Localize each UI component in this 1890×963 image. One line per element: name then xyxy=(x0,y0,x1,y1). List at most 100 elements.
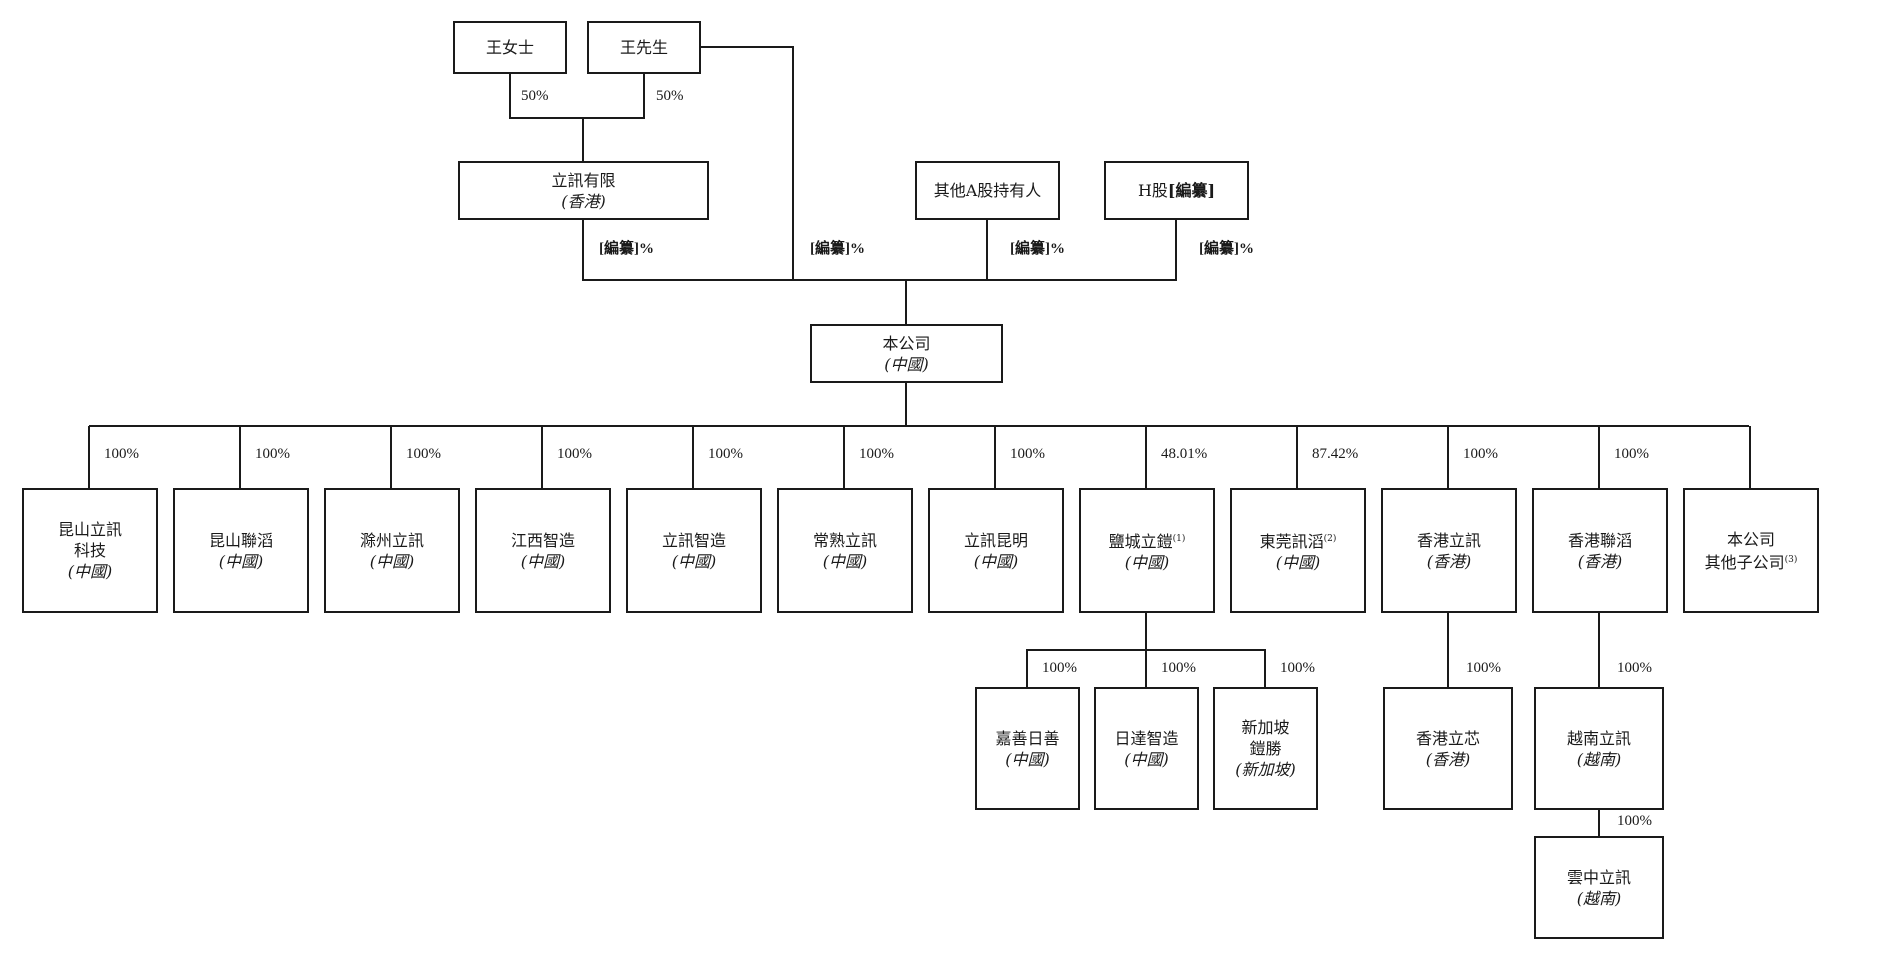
ownership-percent: 48.01% xyxy=(1161,446,1208,462)
entity-name-text: 日達智造 xyxy=(1114,728,1179,748)
entity-name: 香港立訊 xyxy=(1417,530,1481,551)
company-name: 本公司 xyxy=(882,333,931,353)
entity-name-text: 立訊智造 xyxy=(661,530,726,550)
entity-location: (中國) xyxy=(369,551,415,571)
sub-subsidiary-box: 香港立芯(香港) xyxy=(1383,687,1513,810)
ownership-percent: 100% xyxy=(1466,660,1501,676)
entity-name-line2-text: 其他子公司 xyxy=(1704,552,1785,572)
entity-location: (香港) xyxy=(1425,749,1471,769)
entity-name-text: 立訊昆明 xyxy=(963,530,1028,550)
footnote-marker: (2) xyxy=(1323,533,1337,544)
ownership-percent: 100% xyxy=(406,446,441,462)
entity-name: 香港聯滔 xyxy=(1568,530,1632,551)
entity-name: 雲中立訊 xyxy=(1567,867,1631,888)
entity-location: (中國) xyxy=(973,551,1019,571)
shareholder-luxshare-ltd: 立訊有限 (香港) xyxy=(458,161,709,220)
ownership-percent: 100% xyxy=(104,446,139,462)
footnote-marker: (3) xyxy=(1784,554,1798,565)
entity-name-text: 滁州立訊 xyxy=(359,530,424,550)
shareholder-name-wrap: H股[編纂] xyxy=(1138,180,1215,201)
percent-h-shares: [編纂]% xyxy=(1199,241,1254,257)
shareholder-name: H股 xyxy=(1137,181,1168,200)
ownership-percent: 100% xyxy=(1617,660,1652,676)
ownership-percent: 100% xyxy=(1463,446,1498,462)
entity-name-text: 新加坡 xyxy=(1241,718,1290,737)
entity-name-text: 常熟立訊 xyxy=(812,530,877,550)
entity-name-text: 本公司 xyxy=(1726,529,1775,549)
entity-location: (中國) xyxy=(822,551,868,571)
entity-location: (中國) xyxy=(671,551,717,571)
entity-location: (越南) xyxy=(1576,749,1622,769)
entity-name-text: 香港立芯 xyxy=(1415,728,1480,748)
subsidiary-box: 香港聯滔(香港) xyxy=(1532,488,1668,613)
entity-location: (越南) xyxy=(1576,888,1622,908)
entity-name: 昆山立訊 xyxy=(58,519,122,540)
entity-name-text: 越南立訊 xyxy=(1566,728,1631,748)
entity-location: (中國) xyxy=(520,551,566,571)
entity-name: 昆山聯滔 xyxy=(209,530,273,551)
ownership-percent: 100% xyxy=(859,446,894,462)
entity-name: 江西智造 xyxy=(511,530,575,551)
ownership-percent: 100% xyxy=(1010,446,1045,462)
entity-name-text: 雲中立訊 xyxy=(1566,867,1631,887)
ownership-percent: 100% xyxy=(708,446,743,462)
shareholder-name: 王女士 xyxy=(485,38,534,57)
shareholder-h-shares: H股[編纂] xyxy=(1104,161,1249,220)
entity-name: 香港立芯 xyxy=(1416,728,1480,749)
entity-name: 本公司 xyxy=(1727,529,1775,550)
entity-name: 新加坡 xyxy=(1241,717,1289,738)
entity-name-line2-text: 鎧勝 xyxy=(1249,739,1282,758)
connector-ms-wang xyxy=(509,73,645,119)
percent-mr-wang-direct: [編纂]% xyxy=(810,241,865,257)
sub-subsidiary-box: 越南立訊(越南) xyxy=(1534,687,1664,810)
shareholder-ms-wang: 王女士 xyxy=(453,21,567,74)
entity-location: (中國) xyxy=(1275,552,1321,572)
entity-name-text: 東莞訊滔 xyxy=(1259,531,1324,551)
entity-name-line2-text: 科技 xyxy=(73,541,106,560)
company-box: 本公司 (中國) xyxy=(810,324,1003,383)
ownership-percent: 100% xyxy=(1042,660,1077,676)
entity-location: (香港) xyxy=(1426,551,1472,571)
ownership-percent: 100% xyxy=(1617,813,1652,829)
entity-name: 越南立訊 xyxy=(1567,728,1631,749)
entity-name-text: 鹽城立鎧 xyxy=(1108,531,1173,551)
entity-name-line2: 其他子公司(3) xyxy=(1705,550,1798,573)
entity-name-text: 香港立訊 xyxy=(1416,530,1481,550)
entity-name-text: 嘉善日善 xyxy=(995,728,1060,748)
entity-location: (中國) xyxy=(67,562,113,581)
entity-name: 立訊智造 xyxy=(662,530,726,551)
shareholder-name: 立訊有限 xyxy=(551,170,616,190)
shareholder-name: 王先生 xyxy=(619,38,668,57)
shareholder-mr-wang: 王先生 xyxy=(587,21,701,74)
ownership-percent: 100% xyxy=(557,446,592,462)
subsidiary-box: 滁州立訊(中國) xyxy=(324,488,460,613)
ownership-percent: 87.42% xyxy=(1312,446,1359,462)
shareholder-location: (香港) xyxy=(561,191,606,211)
subsidiary-box: 昆山立訊科技 (中國) xyxy=(22,488,158,613)
entity-name: 日達智造 xyxy=(1114,728,1178,749)
entity-location: (中國) xyxy=(218,551,264,571)
entity-location: (新加坡) xyxy=(1235,760,1296,779)
sub-subsidiary-box: 嘉善日善(中國) xyxy=(975,687,1080,810)
entity-location: (中國) xyxy=(1124,552,1170,572)
percent-ms-wang: 50% xyxy=(521,88,549,104)
sub-subsidiary-box: 日達智造(中國) xyxy=(1094,687,1199,810)
entity-name-text: 香港聯滔 xyxy=(1567,530,1632,550)
entity-name-text: 昆山立訊 xyxy=(57,520,122,539)
entity-location: (中國) xyxy=(1124,749,1169,769)
entity-name: 鹽城立鎧(1) xyxy=(1109,529,1186,552)
percent-mr-wang: 50% xyxy=(656,88,684,104)
shareholder-other-a: 其他A股持有人 xyxy=(915,161,1060,220)
redacted-mark: [編纂] xyxy=(1167,181,1216,200)
ownership-percent: 100% xyxy=(1614,446,1649,462)
entity-name: 立訊昆明 xyxy=(964,530,1028,551)
connector-luxshare-ltd xyxy=(582,219,1177,281)
subsidiary-box: 鹽城立鎧(1)(中國) xyxy=(1079,488,1215,613)
entity-name-text: 江西智造 xyxy=(510,530,575,550)
entity-name-line2: 科技 xyxy=(74,540,106,561)
subsidiary-box: 香港立訊(香港) xyxy=(1381,488,1517,613)
company-location: (中國) xyxy=(884,354,929,374)
subsidiary-box: 立訊昆明(中國) xyxy=(928,488,1064,613)
percent-other-a: [編纂]% xyxy=(1010,241,1065,257)
